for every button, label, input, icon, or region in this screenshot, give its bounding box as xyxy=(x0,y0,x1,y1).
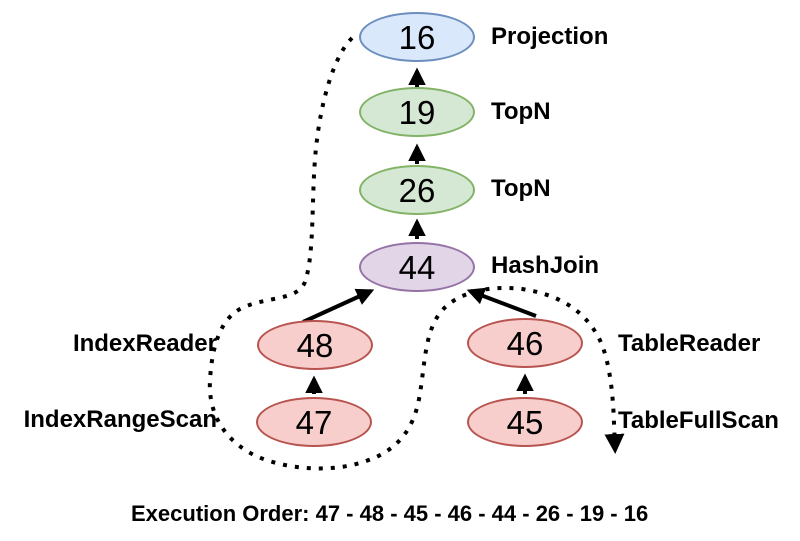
edge-46-to-44 xyxy=(466,287,537,318)
label-indexrangescan: IndexRangeScan xyxy=(23,406,217,433)
label-hashjoin: HashJoin xyxy=(491,252,600,279)
node-44-hashjoin: 44 xyxy=(359,242,475,292)
node-value: 26 xyxy=(398,171,436,209)
node-19-topn: 19 xyxy=(359,87,475,137)
node-48-indexreader: 48 xyxy=(257,320,373,370)
node-16-projection: 16 xyxy=(359,12,475,62)
node-45-tablefullscan: 45 xyxy=(467,397,583,447)
node-value: 44 xyxy=(398,248,436,286)
label-topn-26: TopN xyxy=(491,175,551,202)
execution-order-path xyxy=(207,36,625,471)
node-value: 47 xyxy=(295,403,333,441)
edge-48-to-44 xyxy=(302,288,375,324)
label-tablefullscan: TableFullScan xyxy=(618,407,779,434)
node-47-indexrangescan: 47 xyxy=(256,397,372,447)
label-indexreader: IndexReader xyxy=(72,330,217,357)
label-tablereader: TableReader xyxy=(618,330,761,357)
label-topn-19: TopN xyxy=(491,98,551,125)
node-value: 16 xyxy=(398,18,436,56)
node-value: 48 xyxy=(296,326,334,364)
execution-order-caption: Execution Order: 47 - 48 - 45 - 46 - 44 … xyxy=(131,501,649,526)
node-value: 45 xyxy=(506,403,544,441)
node-value: 19 xyxy=(398,93,436,131)
node-46-tablereader: 46 xyxy=(467,318,583,368)
label-projection: Projection xyxy=(491,23,609,50)
node-value: 46 xyxy=(506,324,544,362)
node-26-topn: 26 xyxy=(359,165,475,215)
